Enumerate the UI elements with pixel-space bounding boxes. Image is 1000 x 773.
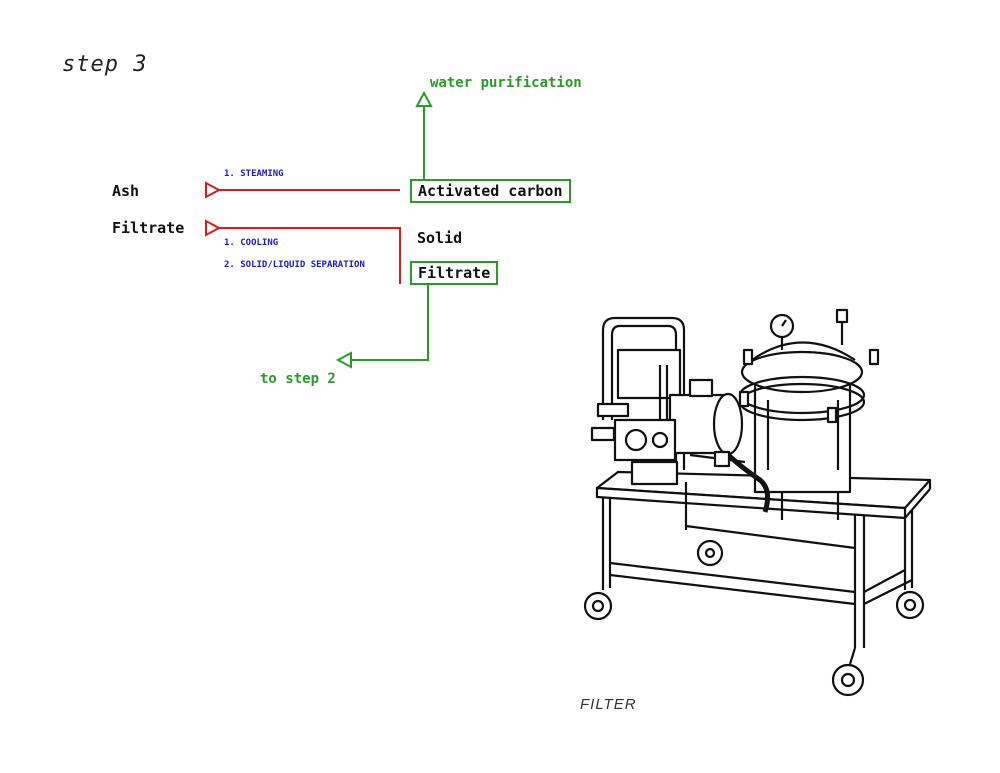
ash-label: Ash bbox=[112, 182, 140, 200]
filtrate-to-step2-line bbox=[351, 284, 429, 361]
activated-carbon-box: Activated carbon bbox=[410, 179, 571, 203]
filtrate-arrowhead bbox=[205, 219, 222, 237]
filtrate-input-label: Filtrate bbox=[112, 219, 185, 237]
step-title: step 3 bbox=[62, 52, 148, 77]
filter-illustration bbox=[583, 308, 932, 697]
filter-caption: FILTER bbox=[580, 696, 637, 713]
to-step-2-label: to step 2 bbox=[260, 371, 336, 387]
step2-arrowhead bbox=[335, 351, 352, 369]
ash-arrowhead bbox=[205, 181, 222, 199]
cooling-step: 1. COOLING bbox=[224, 238, 279, 248]
water-purification-label: water purification bbox=[430, 75, 582, 91]
steaming-step: 1. STEAMING bbox=[224, 169, 284, 179]
filtrate-output-box: Filtrate bbox=[410, 261, 499, 285]
filtrate-flow-line bbox=[219, 227, 401, 284]
separation-step: 2. SOLID/LIQUID SEPARATION bbox=[224, 260, 365, 270]
solid-label: Solid bbox=[417, 229, 463, 247]
water-arrowhead bbox=[415, 90, 433, 107]
